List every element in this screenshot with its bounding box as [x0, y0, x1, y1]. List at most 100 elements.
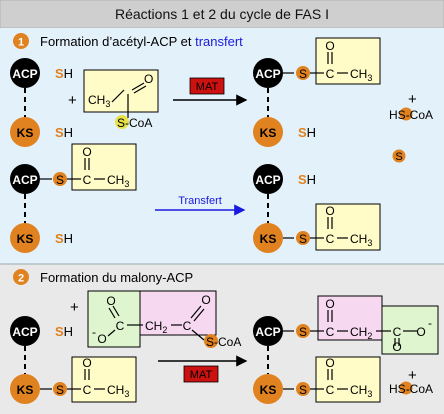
ks-label: KS: [17, 232, 34, 246]
sulfur-label: S: [299, 232, 307, 246]
methyl-group: CH3: [107, 173, 129, 189]
bond: [111, 89, 125, 103]
mat-enzyme-label: MAT: [190, 369, 213, 381]
coa-thioester: S-CoA: [117, 116, 152, 130]
plus-sign: +: [408, 367, 417, 384]
charge-minus: -: [92, 325, 96, 339]
thiol-group: SH: [55, 324, 73, 339]
methyl-group: CH3: [107, 383, 129, 399]
sulfur-atom: [204, 334, 218, 348]
oxygen-atom: O: [144, 72, 153, 86]
sulfur-atom: [53, 382, 67, 396]
methylene-group: CH2: [145, 319, 167, 335]
plus-sign: +: [70, 299, 79, 316]
carboxylate-box: [87, 290, 141, 348]
bond: [133, 85, 147, 94]
oxygen-atom: O: [325, 356, 334, 370]
plus-sign: +: [408, 91, 417, 108]
oxygen-atom: O: [325, 204, 334, 218]
acp-domain: [10, 58, 40, 88]
carbon-atom: C: [326, 67, 335, 81]
section-1-heading-link: transfert: [195, 34, 243, 49]
section-1-number-badge: [13, 33, 29, 49]
methyl-group: CH3: [350, 383, 372, 399]
acp-label: ACP: [12, 67, 37, 81]
carbon-atom: C: [326, 383, 335, 397]
plus-sign: +: [68, 92, 77, 109]
charge-minus: -: [428, 316, 432, 330]
sulfur-atom: [392, 149, 406, 163]
carbon-atom: C: [393, 325, 402, 339]
ks-label: KS: [17, 126, 34, 140]
carbon-atom: C: [83, 173, 92, 187]
methyl-group: CH3: [88, 93, 110, 109]
oxygen-atom: O: [106, 294, 115, 308]
section-1-number: 1: [18, 37, 24, 49]
acetyl-box: [71, 143, 137, 191]
mat-enzyme-label: MAT: [196, 81, 219, 93]
ks-domain: [10, 223, 40, 253]
sulfur-label: S: [299, 325, 307, 339]
thiol-group: SH: [298, 125, 316, 140]
acp-domain: [10, 316, 40, 346]
acp-domain: [253, 164, 283, 194]
acetyl-box: [315, 356, 381, 403]
page-title: Réactions 1 et 2 du cycle de FAS I: [115, 6, 329, 22]
carbon-atom: C: [83, 383, 92, 397]
thiol-group: SH: [55, 66, 73, 81]
oxygen-atom: O: [201, 293, 210, 307]
thiol-group: SH: [55, 231, 73, 246]
ks-label: KS: [260, 126, 277, 140]
acp-domain: [253, 316, 283, 346]
section-1-heading: Formation d’acétyl-ACP et transfert: [40, 34, 243, 49]
acetyl-box: [83, 69, 159, 113]
bond: [112, 305, 120, 317]
section-1-heading-prefix: Formation d’acétyl-ACP et: [40, 34, 195, 49]
sulfur-atom: [296, 66, 310, 80]
methyl-group: CH3: [350, 232, 372, 248]
ks-label: KS: [17, 383, 34, 397]
ks-label: KS: [260, 383, 277, 397]
sulfur-label: S: [299, 383, 307, 397]
bond: [108, 307, 116, 319]
section-2-number-badge: [13, 269, 29, 285]
oxygen-atom: O: [97, 332, 106, 346]
ks-domain: [10, 374, 40, 404]
coenzyme-a-product: HS-CoA: [389, 108, 433, 122]
ks-label: KS: [260, 232, 277, 246]
sulfur-label: S: [395, 151, 402, 163]
sulfur-label: S: [56, 383, 64, 397]
coenzyme-a-product: HS-CoA: [389, 382, 433, 396]
carbon-atom: C: [183, 319, 192, 333]
acp-domain: [253, 58, 283, 88]
ks-domain: [253, 374, 283, 404]
ks-domain: [253, 117, 283, 147]
methylene-group: CH2: [350, 325, 372, 341]
oxygen-atom: O: [392, 340, 401, 354]
sulfur-label: S: [56, 173, 64, 187]
acp-domain: [10, 164, 40, 194]
sulfur-label: S: [299, 67, 307, 81]
acetyl-box: [315, 37, 381, 85]
sulfur-atom: [399, 107, 413, 121]
section-2-heading: Formation du malony-ACP: [40, 270, 193, 285]
sulfur-atom: [296, 231, 310, 245]
acp-label: ACP: [12, 173, 37, 187]
mat-enzyme-badge: [189, 77, 225, 95]
acetyl-box: [71, 356, 137, 403]
carbon-atom: C: [326, 232, 335, 246]
sulfur-atom: [53, 172, 67, 186]
methyl-group: CH3: [350, 67, 372, 83]
oxygen-atom: O: [325, 297, 334, 311]
thiol-group: SH: [55, 125, 73, 140]
bond: [131, 82, 145, 91]
sulfur-atom: [296, 324, 310, 338]
bond: [107, 329, 116, 337]
acetyl-box: [315, 203, 381, 251]
oxygen-atom: O: [416, 325, 425, 339]
bond: [193, 308, 205, 322]
acp-label: ACP: [255, 173, 280, 187]
carboxylate-box: [381, 305, 439, 355]
